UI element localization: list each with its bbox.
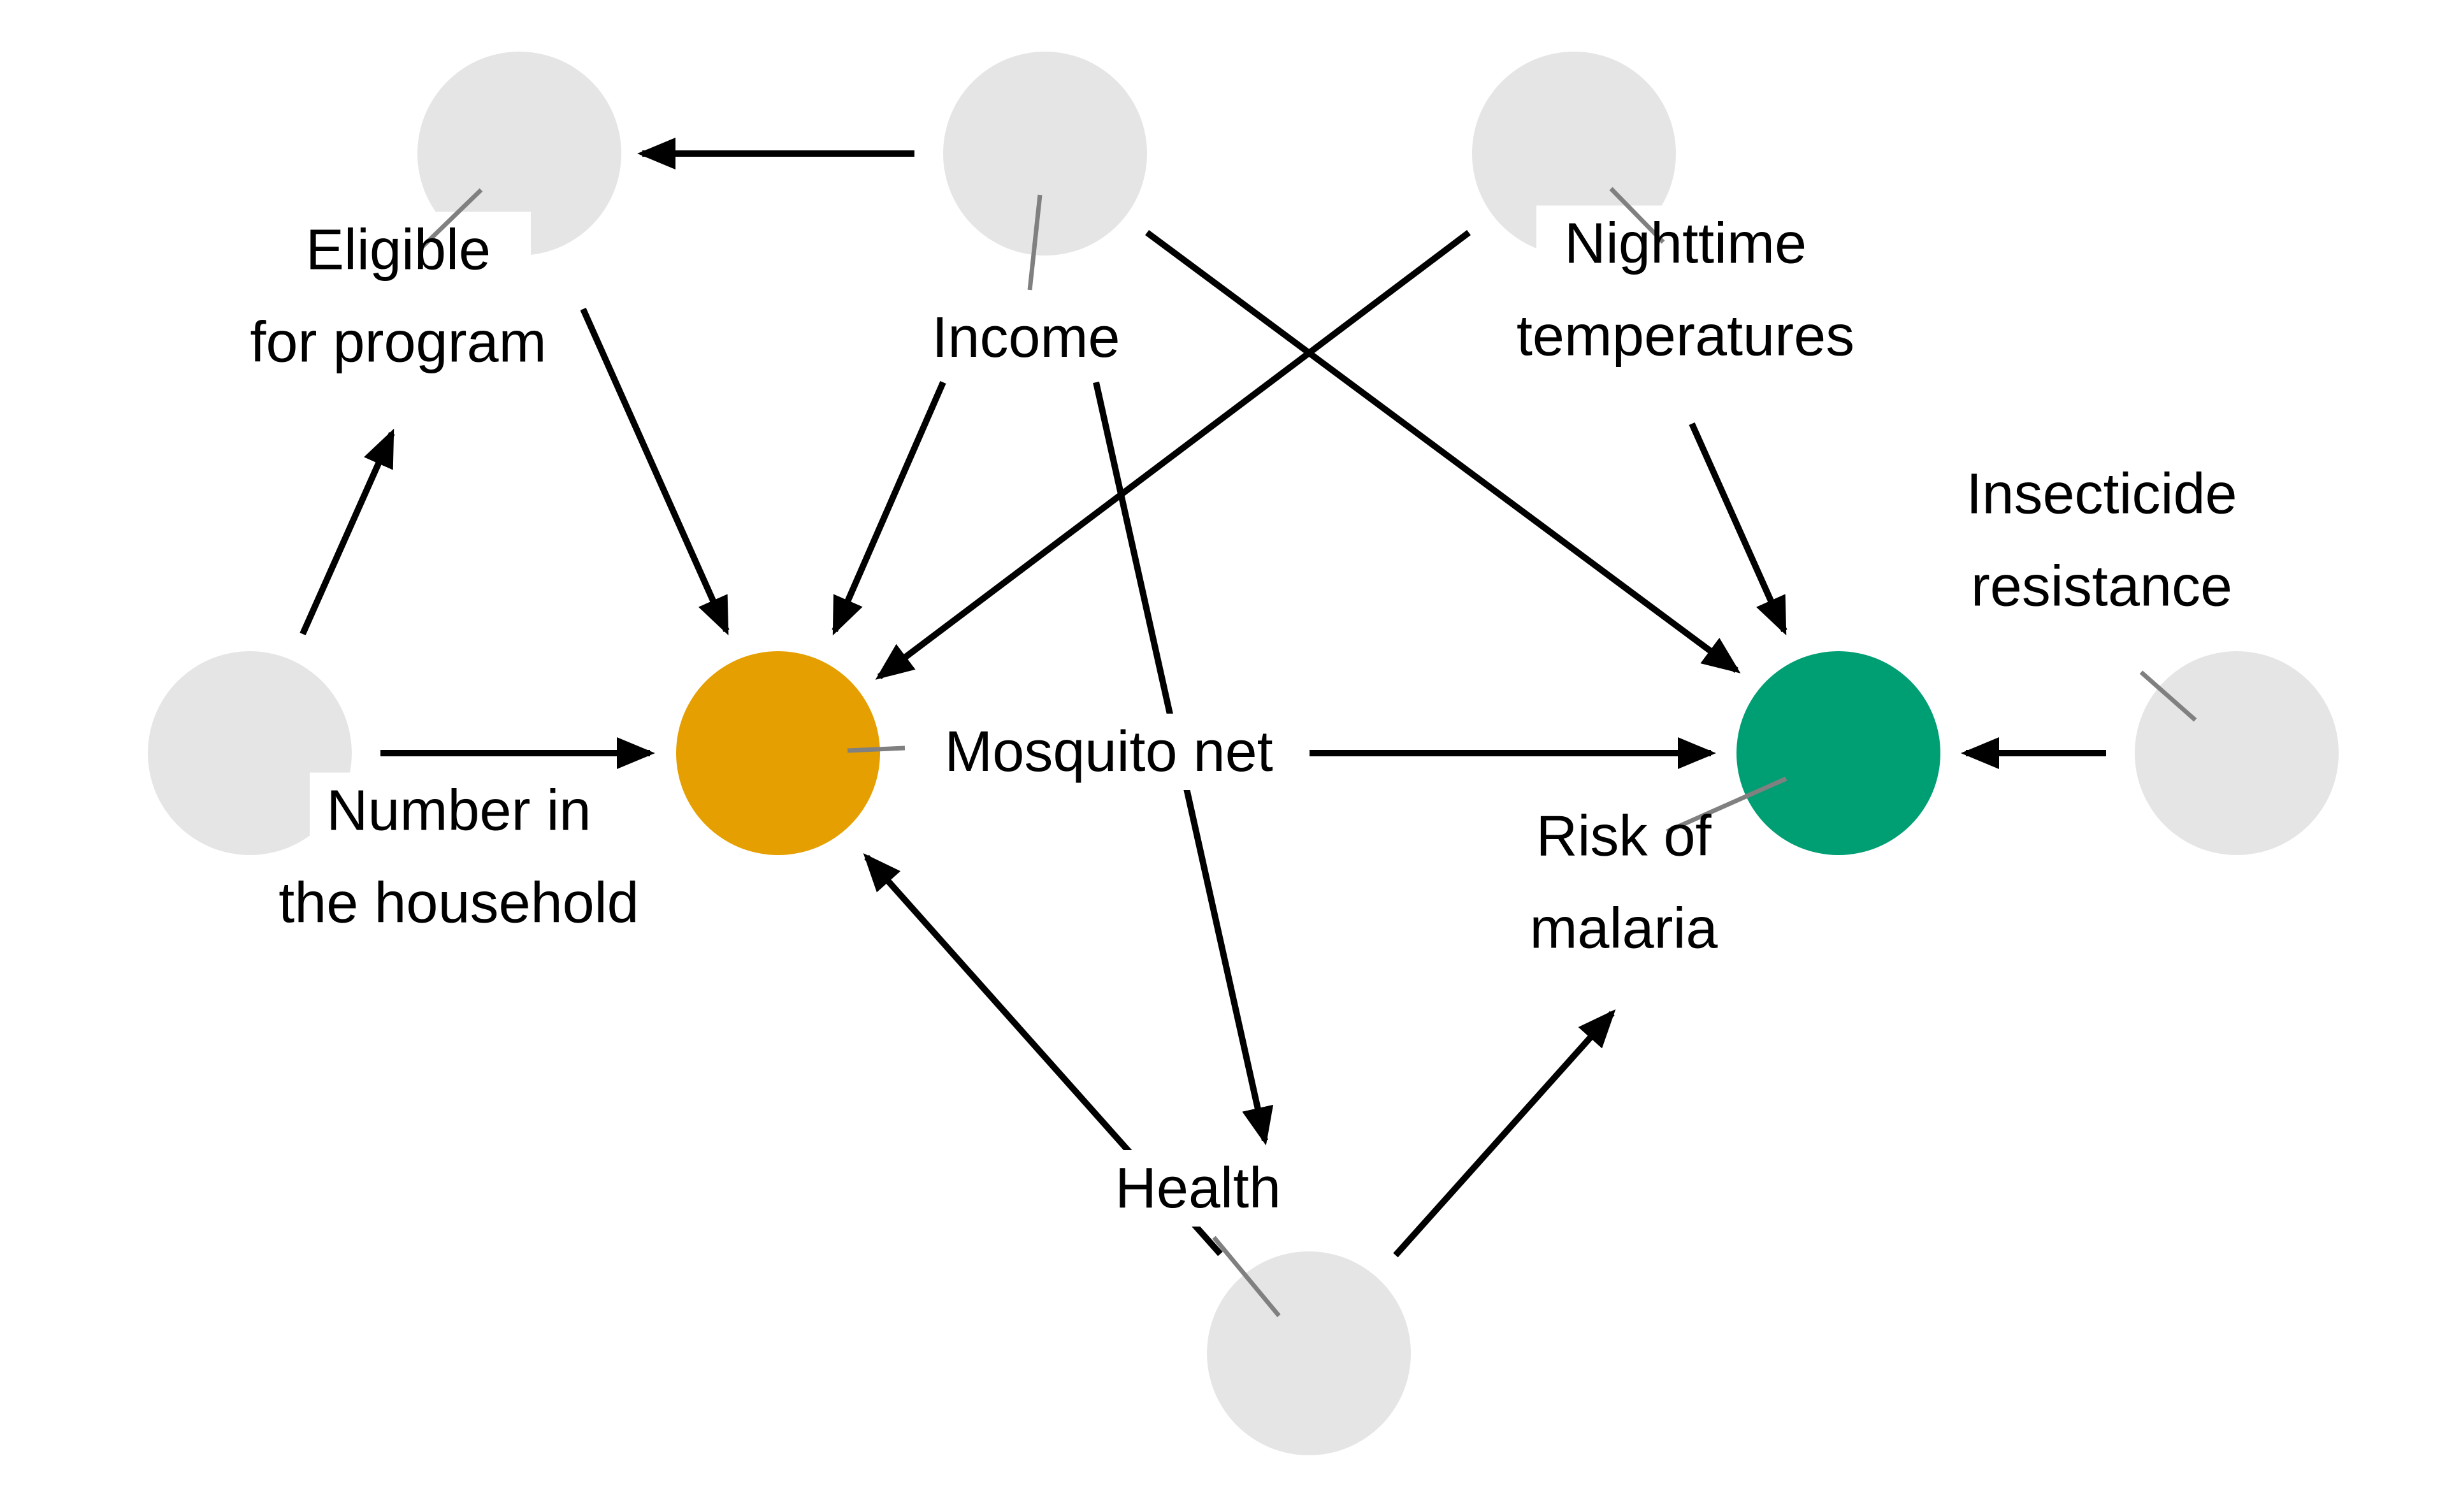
edge-nighttime-to-malaria [1689, 422, 1787, 636]
node-net [676, 651, 880, 855]
node-label-line: Health [1115, 1156, 1281, 1220]
label-backdrop [1936, 548, 2267, 625]
label-leader-line [1666, 776, 1787, 834]
node-label-health: Health [1099, 1150, 1297, 1318]
label-leader-line [419, 188, 483, 250]
label-backdrop [1536, 205, 1835, 282]
node-household [148, 651, 352, 855]
node-label-nighttime: Nighttime temperatures [1487, 187, 1884, 375]
node-label-line: Eligible [306, 219, 491, 282]
edge-eligible-to-net [580, 307, 730, 636]
node-label-line: Mosquito net [944, 720, 1273, 784]
label-leader-line [1609, 187, 1665, 244]
label-leader-line [2139, 670, 2197, 722]
node-label-line: the household [278, 872, 639, 935]
label-backdrop [910, 714, 1308, 790]
node-insecticide [2135, 651, 2339, 855]
label-backdrop [1508, 890, 1740, 967]
node-malaria [1736, 651, 1940, 855]
node-label-line: Risk of [1536, 805, 1712, 868]
node-label-insecticide: Insecticide resistance [1919, 456, 2284, 722]
node-label-line: Income [932, 306, 1120, 370]
edge-income-to-malaria [1145, 229, 1741, 673]
labels-layer: Eligible for program Income Nighttime temper… [216, 187, 2284, 1318]
node-label-income: Income [927, 194, 1125, 376]
label-leader-line [1212, 1235, 1281, 1318]
label-backdrop [1487, 298, 1884, 375]
label-backdrop [216, 304, 581, 381]
nodes-layer [148, 52, 2339, 1455]
edge-income-to-net [832, 381, 946, 636]
label-backdrop [927, 299, 1125, 376]
node-label-line: resistance [1971, 555, 2232, 619]
node-label-malaria: Risk of malaria [1508, 776, 1787, 967]
label-backdrop [266, 212, 531, 289]
node-label-line: for program [250, 311, 546, 375]
edge-household-to-eligible [300, 428, 395, 636]
edge-nighttime-to-net [875, 230, 1471, 680]
label-backdrop [1508, 798, 1740, 875]
label-backdrop [243, 865, 674, 942]
node-label-line: malaria [1529, 897, 1718, 961]
label-backdrop [310, 772, 608, 849]
node-label-line: Insecticide [1966, 463, 2237, 526]
label-leader-line [1027, 194, 1043, 291]
label-leader-line [847, 745, 906, 753]
node-label-line: Nighttime [1564, 212, 1807, 276]
node-income [943, 52, 1147, 256]
node-label-line: temperatures [1517, 305, 1854, 368]
node-label-eligible: Eligible for program [216, 188, 581, 381]
node-health [1207, 1251, 1411, 1455]
edge-health-to-malaria [1393, 1009, 1616, 1258]
node-label-household: Number in the household [243, 772, 674, 942]
label-backdrop [1919, 456, 2284, 533]
node-label-net: Mosquito net [847, 714, 1308, 790]
label-backdrop [1099, 1150, 1297, 1227]
node-label-line: Number in [326, 779, 591, 843]
